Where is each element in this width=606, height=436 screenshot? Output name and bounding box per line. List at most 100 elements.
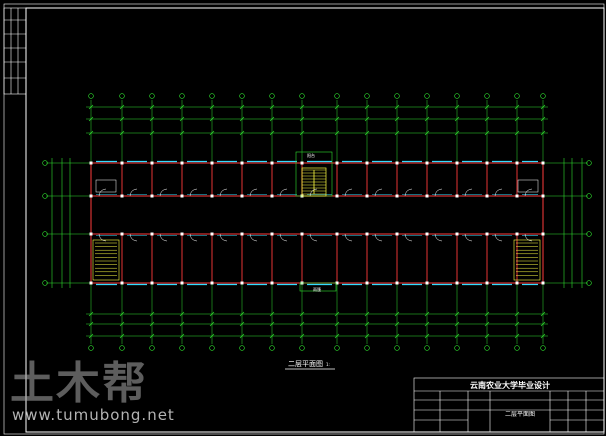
column-2-0 (150, 161, 154, 165)
axis-bubble-top-2 (149, 93, 155, 99)
dim-tick-6-2 (269, 130, 275, 136)
column-15-2 (541, 232, 545, 236)
dim-tick-9-5 (364, 333, 370, 339)
door-north-12 (464, 188, 473, 197)
door-south-5 (249, 233, 258, 242)
door-south-10 (404, 233, 413, 242)
column-11-3 (425, 281, 429, 285)
dim-tick-3-4 (179, 321, 185, 327)
column-0-2 (89, 232, 93, 236)
dim-tick-4-2 (209, 130, 215, 136)
top-stair-label: 阳台 (307, 152, 315, 158)
column-13-2 (485, 232, 489, 236)
dim-tick-10-2 (394, 130, 400, 136)
dim-tick-12-1 (454, 116, 460, 122)
dim-tick-8-1 (334, 116, 340, 122)
column-9-2 (365, 232, 369, 236)
column-4-0 (210, 161, 214, 165)
axis-bubble-top-3 (179, 93, 185, 99)
column-13-3 (485, 281, 489, 285)
dim-tick-14-1 (514, 116, 520, 122)
column-5-0 (240, 161, 244, 165)
dim-tick-14-0 (514, 104, 520, 110)
column-3-0 (180, 161, 184, 165)
dim-tick-13-3 (484, 311, 490, 317)
column-10-1 (395, 194, 399, 198)
column-5-2 (240, 232, 244, 236)
dim-tick-9-1 (364, 116, 370, 122)
door-south-0 (98, 233, 107, 242)
dim-tick-11-1 (424, 116, 430, 122)
axis-bubble-top-1 (119, 93, 125, 99)
axis-bubble-top-4 (209, 93, 215, 99)
column-12-3 (455, 281, 459, 285)
door-north-7 (309, 188, 318, 197)
dim-tick-8-2 (334, 130, 340, 136)
column-15-0 (541, 161, 545, 165)
column-0-0 (89, 161, 93, 165)
axis-bubble-left-1 (42, 193, 48, 199)
door-north-1 (129, 188, 138, 197)
dim-tick-7-5 (299, 333, 305, 339)
axis-bubble-top-7 (299, 93, 305, 99)
axis-bubble-bottom-1 (119, 345, 125, 351)
drawing-frame (3, 3, 605, 435)
axis-bubble-bottom-11 (424, 345, 430, 351)
door-south-3 (189, 233, 198, 242)
column-3-2 (180, 232, 184, 236)
dim-tick-0-4 (88, 321, 94, 327)
dim-tick-15-1 (540, 116, 546, 122)
column-14-1 (515, 194, 519, 198)
column-2-2 (150, 232, 154, 236)
column-10-0 (395, 161, 399, 165)
dim-tick-11-0 (424, 104, 430, 110)
dim-tick-15-0 (540, 104, 546, 110)
dim-tick-10-4 (394, 321, 400, 327)
dim-tick-11-5 (424, 333, 430, 339)
column-4-3 (210, 281, 214, 285)
column-13-1 (485, 194, 489, 198)
dim-tick-1-5 (119, 333, 125, 339)
door-north-11 (434, 188, 443, 197)
column-7-2 (300, 232, 304, 236)
dim-tick-14-3 (514, 311, 520, 317)
dim-tick-11-2 (424, 130, 430, 136)
dim-tick-7-3 (299, 311, 305, 317)
axis-bubble-bottom-15 (540, 345, 546, 351)
door-south-12 (464, 233, 473, 242)
dim-tick-1-0 (119, 104, 125, 110)
column-1-3 (120, 281, 124, 285)
dim-tick-6-5 (269, 333, 275, 339)
dim-tick-10-0 (394, 104, 400, 110)
column-5-3 (240, 281, 244, 285)
dim-tick-13-5 (484, 333, 490, 339)
axis-bubble-top-15 (540, 93, 546, 99)
column-11-1 (425, 194, 429, 198)
column-0-1 (89, 194, 93, 198)
axis-bubble-right-0 (586, 160, 592, 166)
column-4-1 (210, 194, 214, 198)
dim-tick-14-2 (514, 130, 520, 136)
dim-tick-12-0 (454, 104, 460, 110)
dim-tick-7-4 (299, 321, 305, 327)
column-7-0 (300, 161, 304, 165)
axis-bubble-right-3 (586, 280, 592, 286)
axis-bubble-bottom-9 (364, 345, 370, 351)
dim-tick-5-3 (239, 311, 245, 317)
axis-bubble-right-1 (586, 193, 592, 199)
column-2-3 (150, 281, 154, 285)
dim-tick-3-1 (179, 116, 185, 122)
door-south-13 (494, 233, 503, 242)
column-15-1 (541, 194, 545, 198)
dim-tick-4-1 (209, 116, 215, 122)
dim-tick-1-3 (119, 311, 125, 317)
dim-tick-6-0 (269, 104, 275, 110)
door-north-9 (374, 188, 383, 197)
column-1-2 (120, 232, 124, 236)
plan-title: 二层平面图 (288, 360, 323, 368)
west-stair (92, 239, 120, 281)
axis-bubble-bottom-0 (88, 345, 94, 351)
axis-bubble-top-9 (364, 93, 370, 99)
column-15-3 (541, 281, 545, 285)
east-stair (513, 239, 541, 281)
